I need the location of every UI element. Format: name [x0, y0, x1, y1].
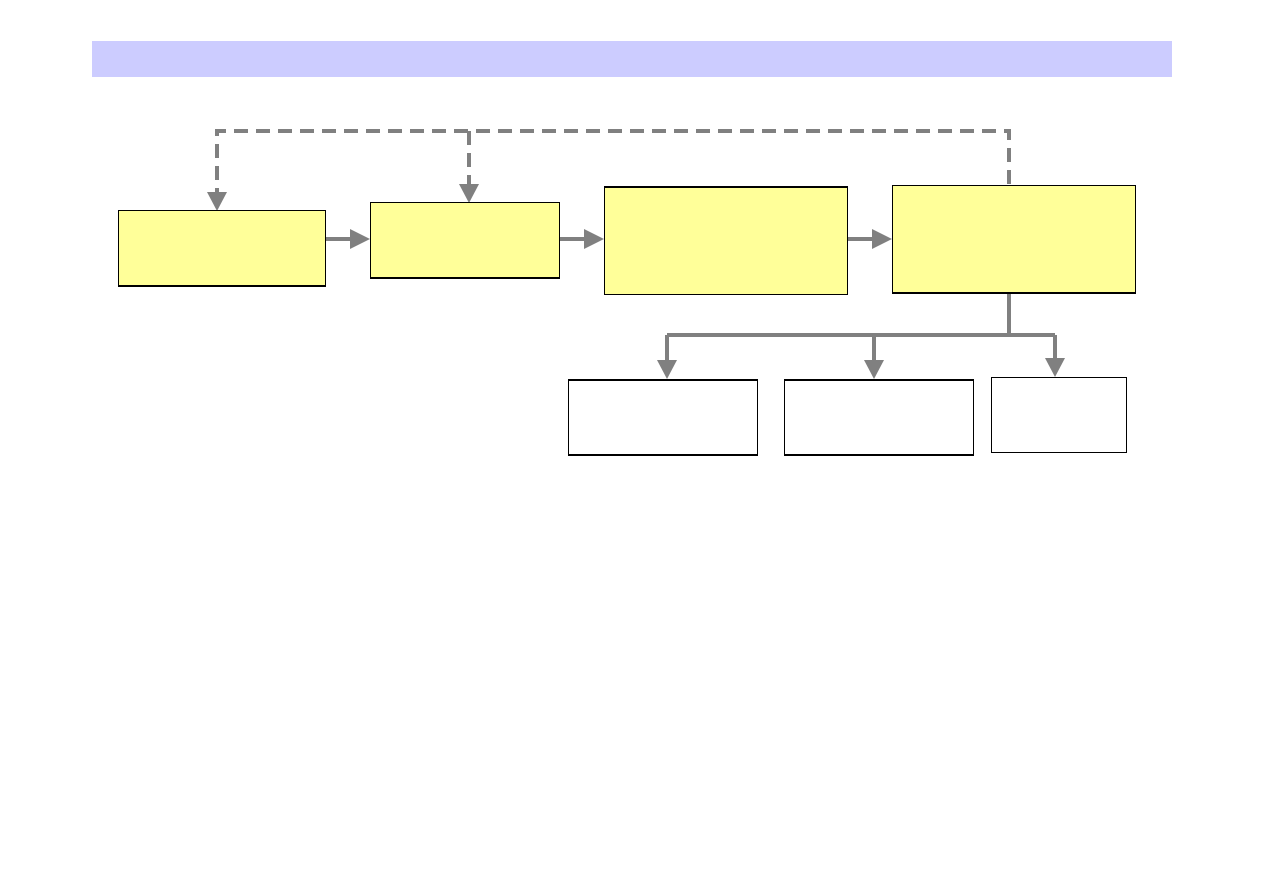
feedback-arrowhead-step2: [459, 184, 479, 203]
output-box-1: [568, 379, 758, 456]
branch-arrowhead-1: [657, 360, 677, 379]
feedback-loop: [207, 129, 1011, 211]
flow-arrowhead-3-4: [872, 229, 892, 249]
output-box-3: [991, 377, 1127, 453]
process-box-4: [892, 185, 1136, 294]
process-box-3: [604, 186, 848, 295]
process-box-1: [118, 210, 326, 287]
header-bar: [92, 41, 1172, 77]
flow-arrowhead-2-3: [584, 229, 604, 249]
process-box-2: [370, 202, 560, 279]
output-box-2: [784, 379, 974, 456]
flow-arrowhead-1-2: [350, 229, 370, 249]
forward-flow: [326, 229, 892, 249]
feedback-dashed-line: [215, 129, 1011, 192]
branch-arrowhead-3: [1045, 358, 1065, 377]
feedback-arrowhead-step1: [207, 192, 227, 211]
branch-arrowhead-2: [864, 360, 884, 379]
output-branches: [657, 294, 1065, 379]
